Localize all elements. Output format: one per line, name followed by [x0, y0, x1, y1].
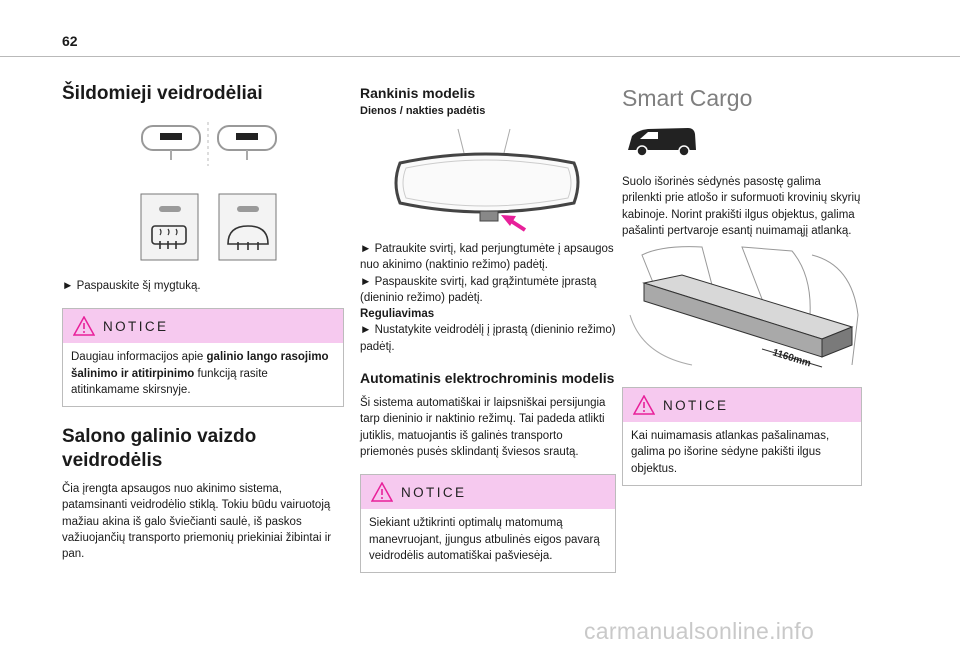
cargo-photo-illustration: 1160mm	[622, 245, 862, 372]
smart-cargo-title: Smart Cargo	[622, 85, 753, 111]
pull-arrow-icon	[501, 215, 527, 232]
mirror-left-icon	[141, 125, 201, 160]
notice-box-defrost: NOTICE Daugiau informacijos apie galinio…	[62, 308, 344, 408]
automatic-model-text: Ši sistema automatiškai ir laipsniškai p…	[360, 397, 606, 458]
rear-defrost-button-icon	[140, 193, 199, 261]
notice-label: NOTICE	[663, 397, 729, 413]
rear-view-mirror-illustration	[360, 123, 616, 235]
top-rule	[0, 56, 960, 57]
pull-lever-step: ► Patraukite svirtį, kad perjungtumėte į…	[360, 243, 614, 272]
long-object-icon	[642, 274, 854, 358]
heated-mirrors-illustration	[62, 114, 344, 274]
heated-mirrors-title: Šildomieji veidrodėliai	[62, 83, 263, 104]
notice-bold-term: galinio lango rasojimo šalinimo ir atiti…	[71, 351, 329, 380]
column-smart-cargo: Smart Cargo Suolo išorinės sėdynės pasos…	[622, 82, 862, 487]
page-number: 62	[62, 33, 78, 49]
smart-cargo-text: Suolo išorinės sėdynės pasostę galima pr…	[622, 176, 861, 237]
windscreen-defrost-button-icon	[218, 193, 277, 261]
rear-view-mirror-title: Salono galinio vaizdo veidrodėlis	[62, 426, 257, 472]
notice-header: NOTICE	[623, 388, 861, 423]
mirror-outline-icon	[394, 152, 580, 214]
notice-text: Siekiant užtikrinti optimalų matomumą ma…	[369, 517, 600, 562]
adjustment-title: Reguliavimas	[360, 308, 435, 321]
rear-view-mirror-text: Čia įrengta apsaugos nuo akinimo sistema…	[62, 483, 332, 561]
column-manual-model: Rankinis modelis Dienos / nakties padėti…	[360, 82, 616, 574]
automatic-model-title: Automatinis elektrochrominis modelis	[360, 370, 615, 387]
notice-header: NOTICE	[63, 309, 343, 344]
adjust-mirror-step: ► Nustatykite veidrodėlį į įprastą (dien…	[360, 324, 616, 353]
van-illustration	[622, 120, 862, 160]
column-heated-mirrors: Šildomieji veidrodėliai	[62, 82, 344, 563]
watermark: carmanualsonline.info	[584, 618, 815, 644]
notice-box-cargo: NOTICE Kai nuimamasis atlankas pašalinam…	[622, 387, 862, 487]
notice-text: Kai nuimamasis atlankas pašalinamas, gal…	[631, 430, 830, 475]
push-lever-step: ► Paspauskite svirtį, kad grąžintumėte į…	[360, 275, 597, 304]
notice-text: Daugiau informacijos apie galinio lango …	[71, 351, 329, 396]
notice-label: NOTICE	[103, 318, 169, 334]
warning-triangle-icon	[633, 395, 655, 415]
press-button-instruction: ► Paspauskite šį mygtuką.	[62, 280, 201, 292]
mirror-right-icon	[217, 125, 277, 160]
notice-box-reverse: NOTICE Siekiant užtikrinti optimalų mato…	[360, 474, 616, 574]
van-icon	[628, 128, 696, 150]
warning-triangle-icon	[371, 482, 393, 503]
mirror-lever-icon	[479, 210, 499, 222]
notice-header: NOTICE	[361, 475, 615, 510]
manual-model-title: Rankinis modelis	[360, 85, 476, 101]
warning-triangle-icon	[73, 316, 95, 337]
notice-label: NOTICE	[401, 484, 467, 500]
day-night-subtitle: Dienos / nakties padėtis	[360, 105, 486, 117]
